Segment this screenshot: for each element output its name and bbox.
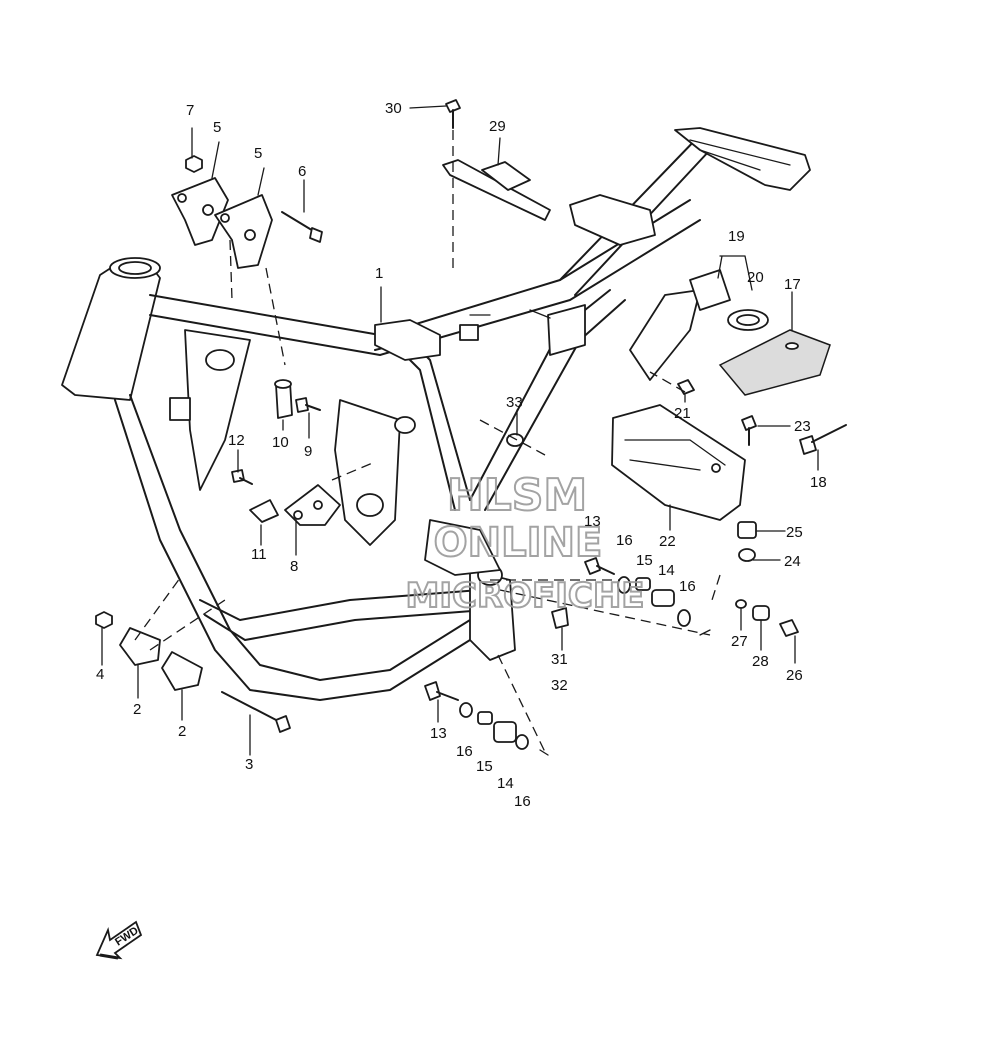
callout-13a: 13	[584, 513, 601, 530]
fwd-arrow-icon	[95, 920, 143, 960]
callout-25: 25	[786, 524, 803, 541]
main-frame	[61, 127, 811, 701]
callout-11: 11	[251, 546, 267, 563]
callout-14b: 14	[497, 775, 514, 792]
callout-27: 27	[731, 633, 748, 650]
callout-16d: 16	[514, 793, 531, 810]
callout-19: 19	[728, 228, 745, 245]
callout-10: 10	[272, 434, 289, 451]
callout-29: 29	[489, 118, 506, 135]
callout-22: 22	[659, 533, 676, 550]
callout-30: 30	[385, 100, 402, 117]
callout-8: 8	[290, 558, 298, 575]
callout-7: 7	[186, 102, 194, 119]
callout-20: 20	[747, 269, 764, 286]
callout-33: 33	[506, 394, 523, 411]
callout-14a: 14	[658, 562, 675, 579]
callout-3: 3	[245, 756, 253, 773]
callout-21: 21	[674, 405, 691, 422]
callout-5b: 5	[254, 145, 262, 162]
callout-16b: 16	[679, 578, 696, 595]
callout-23: 23	[794, 418, 811, 435]
watermark: HLSM ONLINE MICROFICHE	[404, 469, 645, 617]
callout-2a: 2	[133, 701, 141, 718]
callout-2b: 2	[178, 723, 186, 740]
callout-13b: 13	[430, 725, 447, 742]
callout-31: 31	[551, 651, 568, 668]
callout-26: 26	[786, 667, 803, 684]
callout-15b: 15	[476, 758, 493, 775]
watermark-line2: ONLINE	[434, 520, 603, 566]
callout-24: 24	[784, 553, 801, 570]
watermark-line1: HLSM	[447, 470, 587, 521]
callout-16a: 16	[616, 532, 633, 549]
callout-32: 32	[551, 677, 568, 694]
callout-18: 18	[810, 474, 827, 491]
callout-5a: 5	[213, 119, 221, 136]
leader-lines	[101, 105, 819, 756]
callout-1: 1	[375, 265, 383, 282]
watermark-line3: MICROFICHE	[405, 576, 644, 616]
callout-15a: 15	[636, 552, 653, 569]
callout-labels: 7 5 5 6 30 29 1 19 20 17 21 23 18 33 10 …	[96, 100, 827, 810]
callout-17: 17	[784, 276, 801, 293]
small-parts	[95, 99, 847, 750]
callout-28: 28	[752, 653, 769, 670]
callout-16c: 16	[456, 743, 473, 760]
callout-4: 4	[96, 666, 104, 683]
fwd-arrow: FWD	[95, 920, 143, 960]
callout-6: 6	[298, 163, 306, 180]
callout-9: 9	[304, 443, 312, 460]
callout-12: 12	[228, 432, 245, 449]
